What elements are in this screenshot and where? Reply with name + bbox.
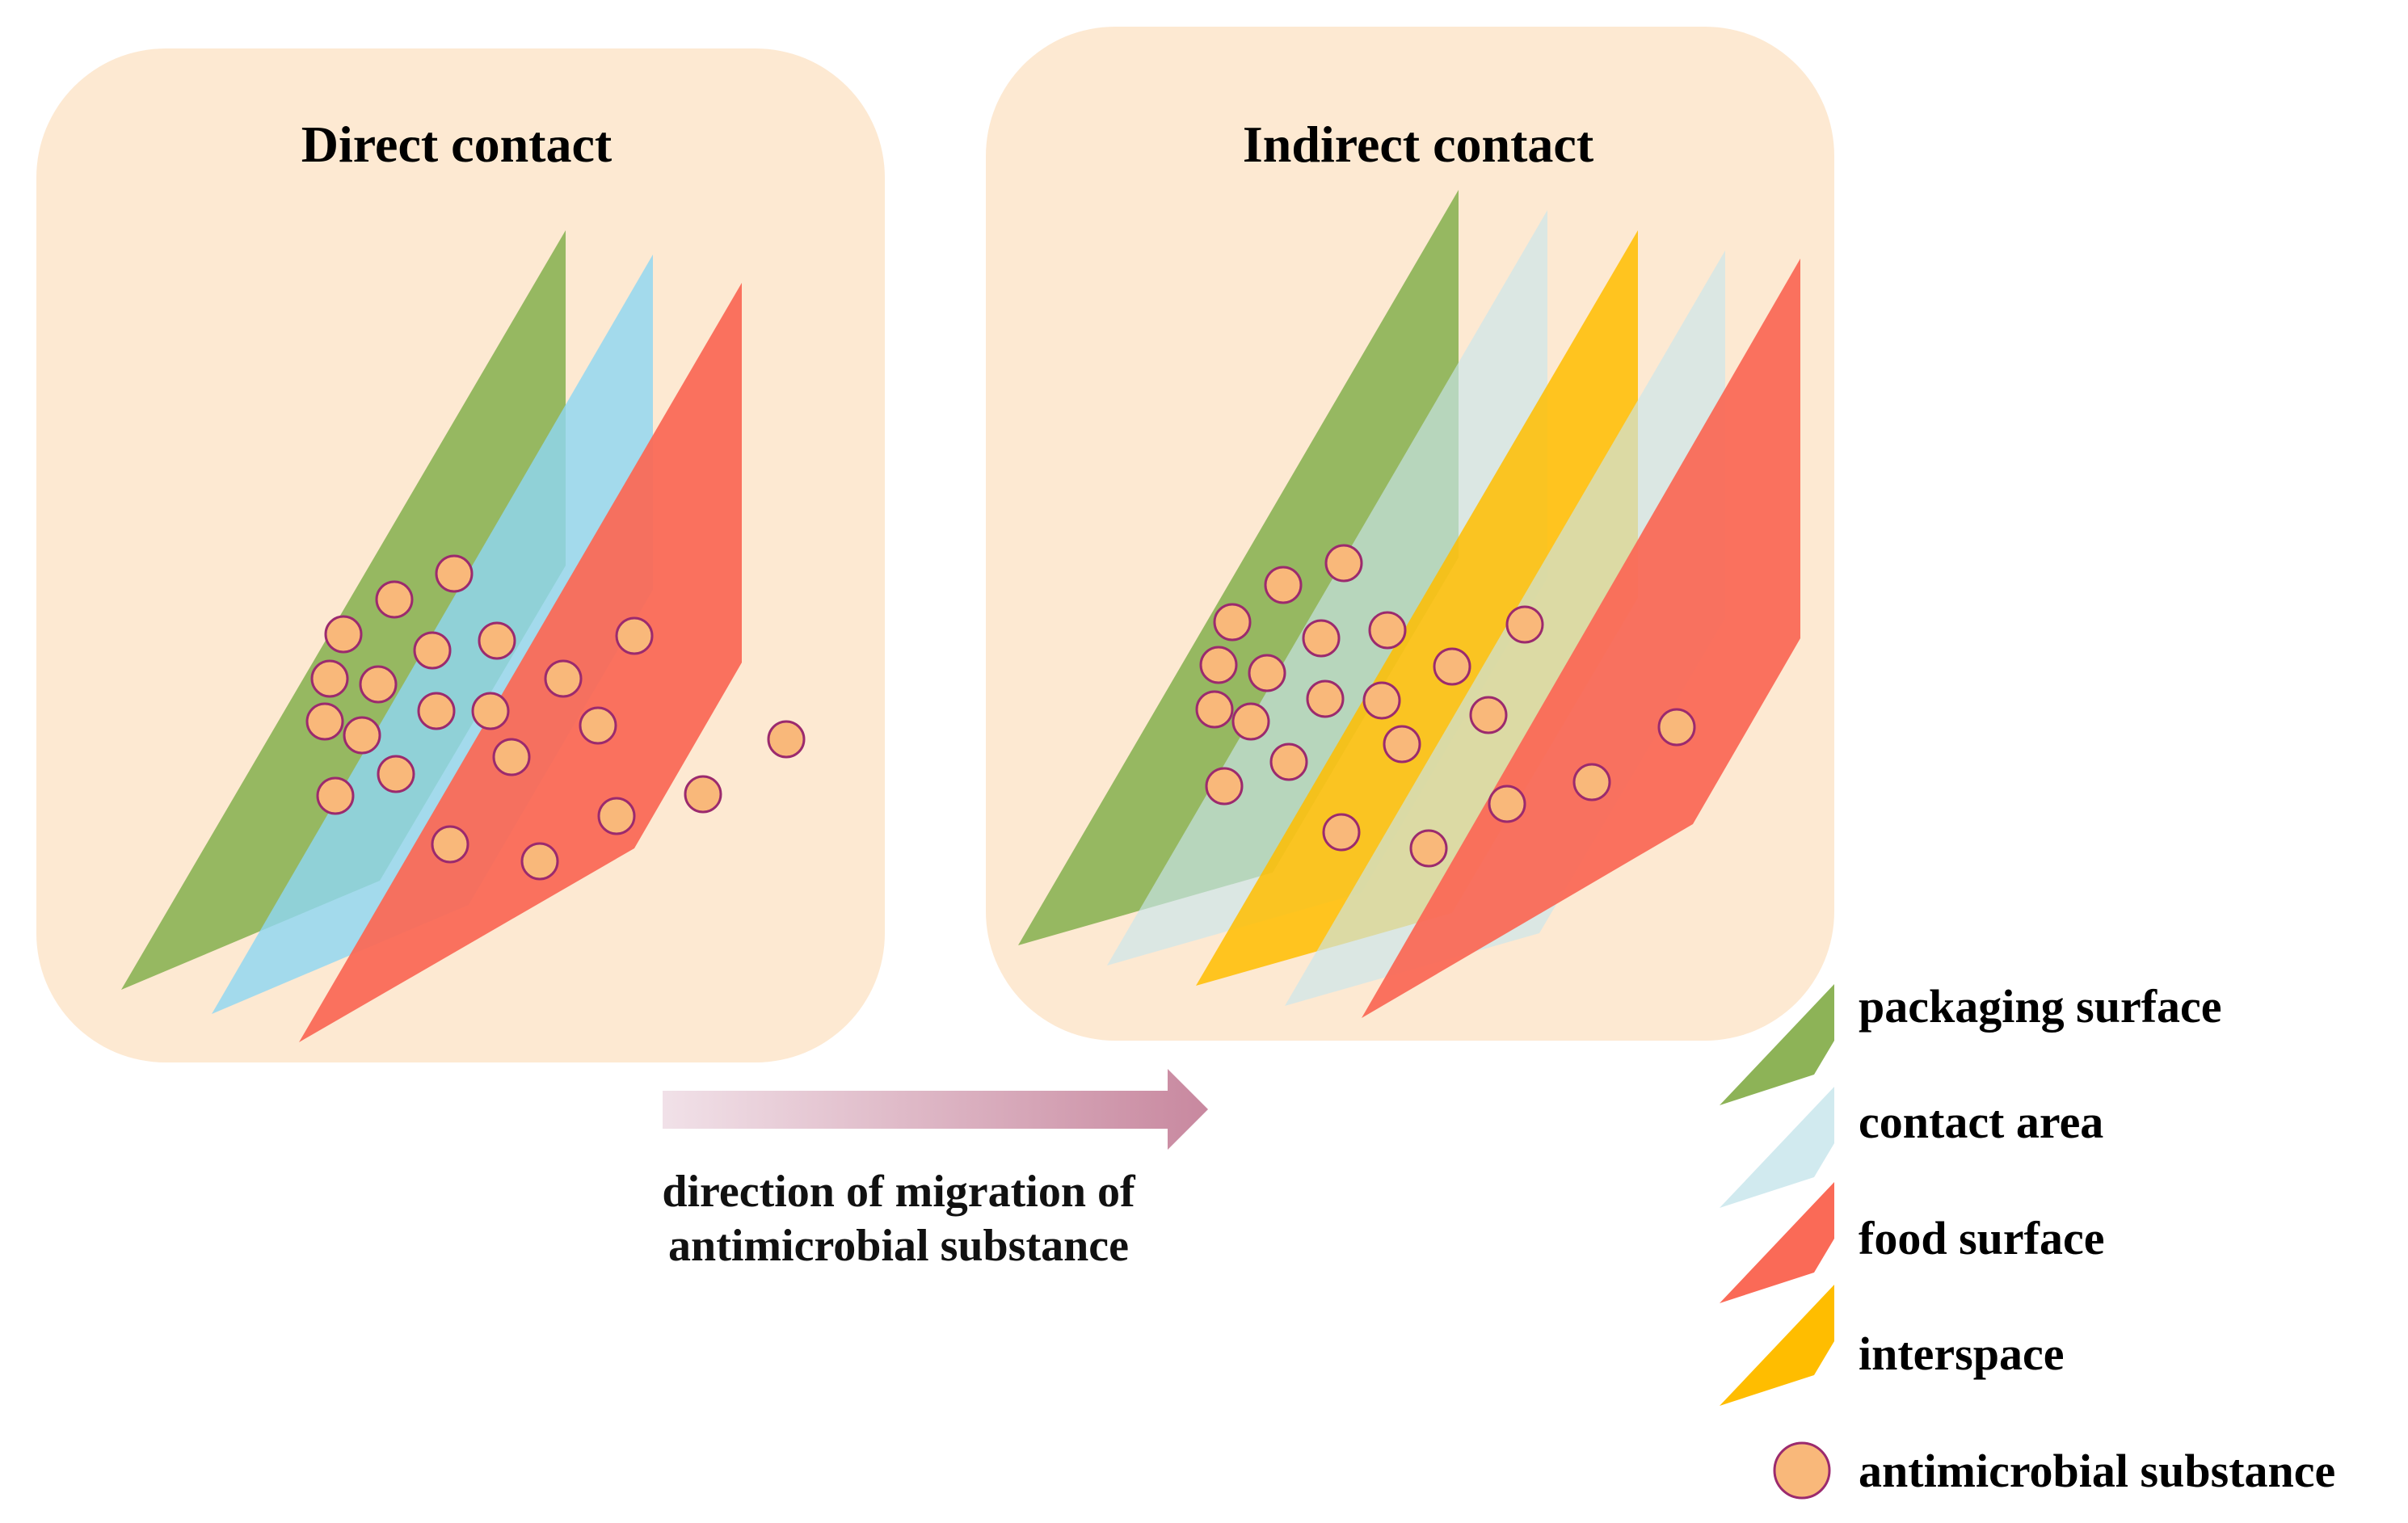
antimicrobial-particle [417, 692, 456, 730]
antimicrobial-substance-swatch [1773, 1441, 1831, 1500]
antimicrobial-particle [1572, 763, 1611, 801]
indirect-food-layer [1362, 259, 1800, 1018]
antimicrobial-particle [1433, 647, 1471, 686]
direct-packaging-layer [121, 230, 566, 990]
legend-item-interspace: interspace [1720, 1285, 2065, 1406]
legend-item-contact-area: contact area [1720, 1087, 2103, 1208]
antimicrobial-particle [377, 755, 415, 793]
legend: packaging surface contact area food surf… [1720, 980, 2335, 1500]
antimicrobial-particle [435, 554, 474, 593]
indirect-panel-title: Indirect contact [1243, 116, 1594, 173]
food-surface-swatch [1720, 1182, 1834, 1303]
indirect-interspace-layer [1196, 230, 1638, 986]
antimicrobial-particle [478, 621, 516, 660]
direct-food-layer [299, 283, 742, 1042]
legend-item-antimicrobial-substance: antimicrobial substance [1773, 1441, 2335, 1500]
antimicrobial-particle [1657, 708, 1696, 747]
antimicrobial-particle [1269, 743, 1308, 781]
antimicrobial-particle [1205, 767, 1244, 806]
antimicrobial-particle [1306, 679, 1345, 718]
direct-panel-title: Direct contact [301, 116, 613, 173]
antimicrobial-particle [1488, 785, 1526, 823]
indirect-particles [1195, 544, 1696, 868]
antimicrobial-particle [1199, 646, 1238, 684]
antimicrobial-particle [431, 825, 469, 864]
direct-contact-panel: Direct contact [36, 48, 885, 1062]
antimicrobial-particle [1302, 619, 1341, 658]
antimicrobial-particle [767, 720, 806, 759]
arrow-caption-line-1: direction of migration of [662, 1167, 1136, 1217]
indirect-packaging-layer [1018, 190, 1459, 945]
legend-label-antimicrobial-substance: antimicrobial substance [1859, 1445, 2335, 1497]
antimicrobial-particle [1264, 566, 1303, 604]
antimicrobial-particle [343, 716, 381, 755]
antimicrobial-particle [520, 842, 559, 881]
antimicrobial-particle [359, 665, 398, 704]
antimicrobial-particle [310, 659, 349, 698]
antimicrobial-particle [1322, 813, 1361, 852]
antimicrobial-particle [1231, 702, 1270, 741]
legend-label-packaging-surface: packaging surface [1859, 980, 2222, 1033]
packaging-surface-swatch [1720, 984, 1834, 1105]
legend-label-interspace: interspace [1859, 1327, 2065, 1380]
antimicrobial-particle [1383, 725, 1421, 764]
migration-arrow: direction of migration of antimicrobial … [662, 1069, 1208, 1271]
antimicrobial-particle [1195, 690, 1234, 729]
legend-label-contact-area: contact area [1859, 1096, 2103, 1148]
antimicrobial-particle [597, 797, 636, 835]
antimicrobial-particle [305, 702, 344, 741]
arrow-caption-line-2: antimicrobial substance [668, 1221, 1129, 1271]
antimicrobial-particle [1368, 611, 1407, 650]
contact-area-swatch [1720, 1087, 1834, 1208]
direct-particles [305, 554, 806, 881]
antimicrobial-particle [1469, 696, 1508, 734]
antimicrobial-particle [1324, 544, 1363, 583]
antimicrobial-particle [492, 738, 531, 776]
antimicrobial-particle [615, 616, 654, 655]
migration-arrow-shape [663, 1069, 1208, 1150]
legend-label-food-surface: food surface [1859, 1212, 2104, 1264]
indirect-contact-panel: Indirect contact [986, 27, 1834, 1041]
antimicrobial-particle [1409, 829, 1448, 868]
legend-item-food-surface: food surface [1720, 1182, 2104, 1303]
antimicrobial-particle [544, 659, 583, 698]
antimicrobial-particle [579, 706, 617, 745]
antimicrobial-particle [375, 580, 414, 619]
interspace-swatch [1720, 1285, 1834, 1406]
antimicrobial-particle [1213, 603, 1252, 642]
antimicrobial-particle [316, 776, 355, 815]
antimicrobial-particle [324, 615, 363, 654]
antimicrobial-particle [1248, 654, 1286, 692]
antimicrobial-particle [413, 631, 452, 670]
antimicrobial-particle [1362, 681, 1401, 720]
antimicrobial-particle [471, 692, 510, 730]
antimicrobial-particle [684, 775, 722, 814]
antimicrobial-particle [1505, 605, 1544, 644]
indirect-contact-layer-2 [1285, 250, 1725, 1006]
legend-item-packaging-surface: packaging surface [1720, 980, 2222, 1105]
